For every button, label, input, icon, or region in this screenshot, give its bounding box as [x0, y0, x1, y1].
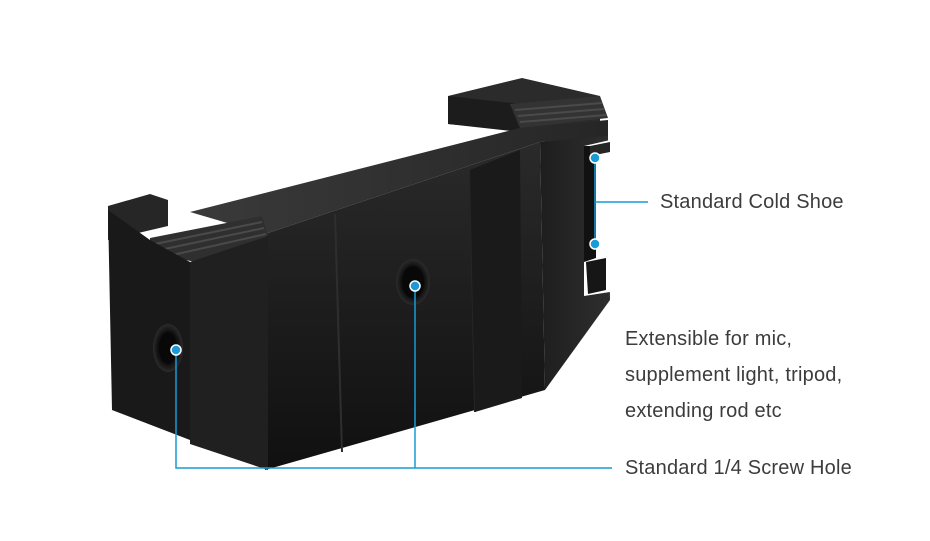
leader-lines [175, 158, 648, 469]
right-jaw [448, 78, 608, 132]
extensible-description: Extensible for mic, supplement light, tr… [625, 321, 842, 429]
left-jaw [108, 194, 268, 470]
bracket-body [265, 142, 545, 470]
cold-shoe-label: Standard Cold Shoe [660, 191, 844, 213]
extensible-line-2: supplement light, tripod, [625, 364, 843, 386]
screw-hole-label: Standard 1/4 Screw Hole [625, 457, 852, 479]
extensible-line-3: extending rod etc [625, 400, 782, 422]
leader-dots [170, 152, 601, 356]
extensible-line-1: Extensible for mic, [625, 328, 793, 350]
cold-shoe-block [540, 136, 610, 390]
